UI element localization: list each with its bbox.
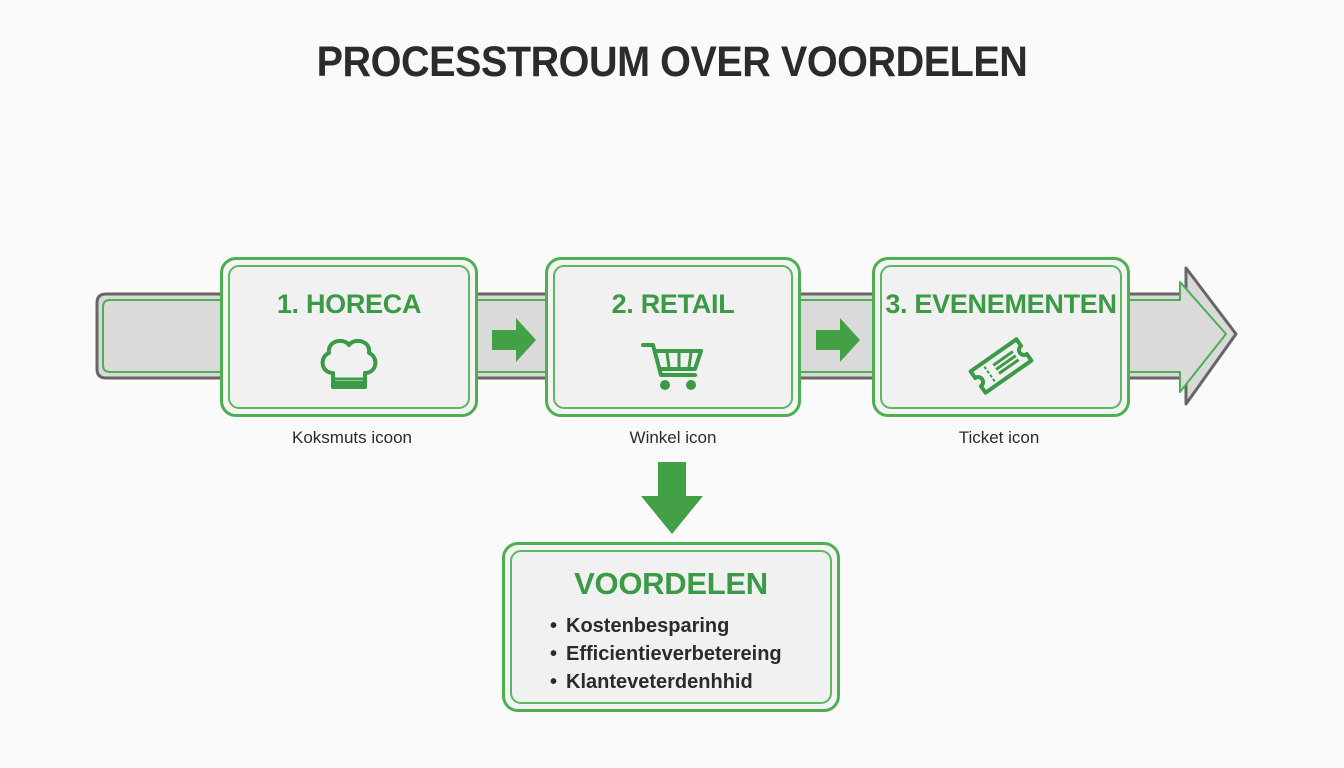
list-item: •Kostenbesparing bbox=[550, 615, 730, 637]
diagram-title: PROCESSTROUM OVER VOORDELEN bbox=[316, 38, 1028, 86]
benefits-title: VOORDELEN bbox=[574, 566, 768, 601]
step-caption: Ticket icon bbox=[958, 428, 1040, 447]
connector-arrow-2 bbox=[816, 318, 860, 362]
benefits-list: •Kostenbesparing •Efficientieverbeterein… bbox=[550, 612, 782, 696]
ticket-icon bbox=[965, 335, 1037, 402]
benefit-text: Klanteveterdenhhid bbox=[566, 671, 753, 693]
step-card-retail: 2. RETAIL bbox=[545, 257, 801, 417]
shopping-cart-icon bbox=[637, 335, 709, 402]
step-title: 2. RETAIL bbox=[611, 289, 735, 319]
chef-hat-icon bbox=[313, 335, 385, 402]
benefit-text: Kostenbesparing bbox=[566, 615, 730, 637]
step-card-horeca: 1. HORECA bbox=[220, 257, 478, 417]
step-caption: Koksmuts icoon bbox=[292, 428, 412, 447]
step-title: 1. HORECA bbox=[276, 289, 422, 319]
step-caption: Winkel icon bbox=[629, 428, 717, 447]
benefit-text: Efficientieverbetereing bbox=[566, 643, 782, 665]
arrow-down-icon bbox=[640, 462, 704, 541]
step-card-evenementen: 3. EVENEMENTEN bbox=[872, 257, 1130, 417]
step-title: 3. EVENEMENTEN bbox=[885, 289, 1117, 319]
benefits-card: VOORDELEN •Kostenbesparing •Efficientiev… bbox=[502, 542, 840, 712]
connector-arrow-1 bbox=[492, 318, 536, 362]
list-item: •Klanteveterdenhhid bbox=[550, 671, 753, 693]
list-item: •Efficientieverbetereing bbox=[550, 643, 782, 665]
